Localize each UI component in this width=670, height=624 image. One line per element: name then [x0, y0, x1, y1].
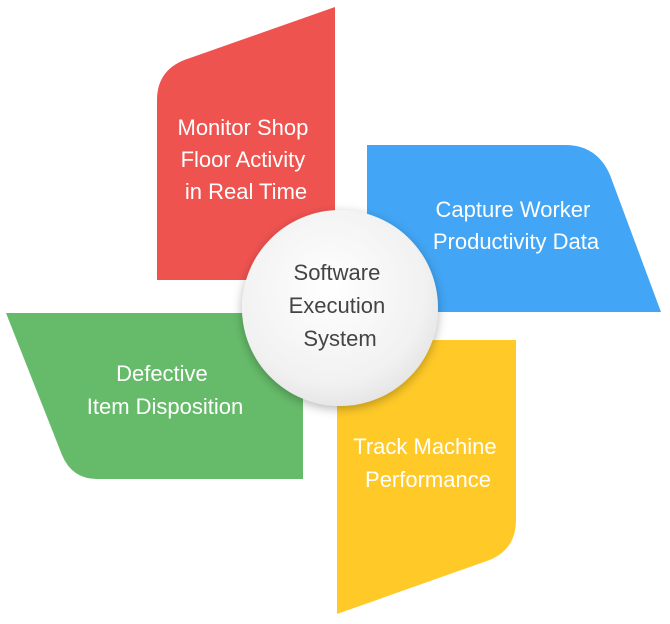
- blade-left-shape: [6, 313, 303, 479]
- blade-left: Defective Item Disposition: [6, 313, 303, 479]
- blade-right: Capture Worker Productivity Data: [367, 145, 661, 312]
- blade-bottom: Track Machine Performance: [337, 340, 516, 614]
- blade-top-line-1: Monitor Shop: [178, 115, 309, 140]
- hub-circle: [242, 210, 438, 406]
- blade-bottom-line-1: Track Machine: [353, 434, 496, 459]
- blade-top-shape: [157, 7, 335, 280]
- blade-top: Monitor Shop Floor Activity in Real Time: [157, 7, 335, 280]
- blade-bottom-label: Track Machine Performance: [353, 434, 503, 492]
- hub-line-2: Execution: [289, 293, 386, 318]
- hub-line-1: Software: [294, 260, 381, 285]
- hub-line-3: System: [303, 326, 376, 351]
- blade-top-label: Monitor Shop Floor Activity in Real Time: [178, 115, 315, 204]
- blade-bottom-line-2: Performance: [365, 467, 491, 492]
- blade-top-line-3: in Real Time: [185, 179, 307, 204]
- blade-bottom-shape: [337, 340, 516, 614]
- blade-left-label: Defective Item Disposition: [87, 361, 244, 419]
- hub: Software Execution System: [242, 210, 438, 406]
- blade-left-line-1: Defective: [116, 361, 208, 386]
- blade-right-shape: [367, 145, 661, 312]
- blade-right-line-1: Capture Worker: [436, 197, 591, 222]
- hub-label: Software Execution System: [289, 260, 392, 351]
- blade-right-line-2: Productivity Data: [433, 229, 600, 254]
- blade-left-line-2: Item Disposition: [87, 394, 244, 419]
- blade-top-line-2: Floor Activity: [181, 147, 306, 172]
- blade-right-label: Capture Worker Productivity Data: [433, 197, 600, 254]
